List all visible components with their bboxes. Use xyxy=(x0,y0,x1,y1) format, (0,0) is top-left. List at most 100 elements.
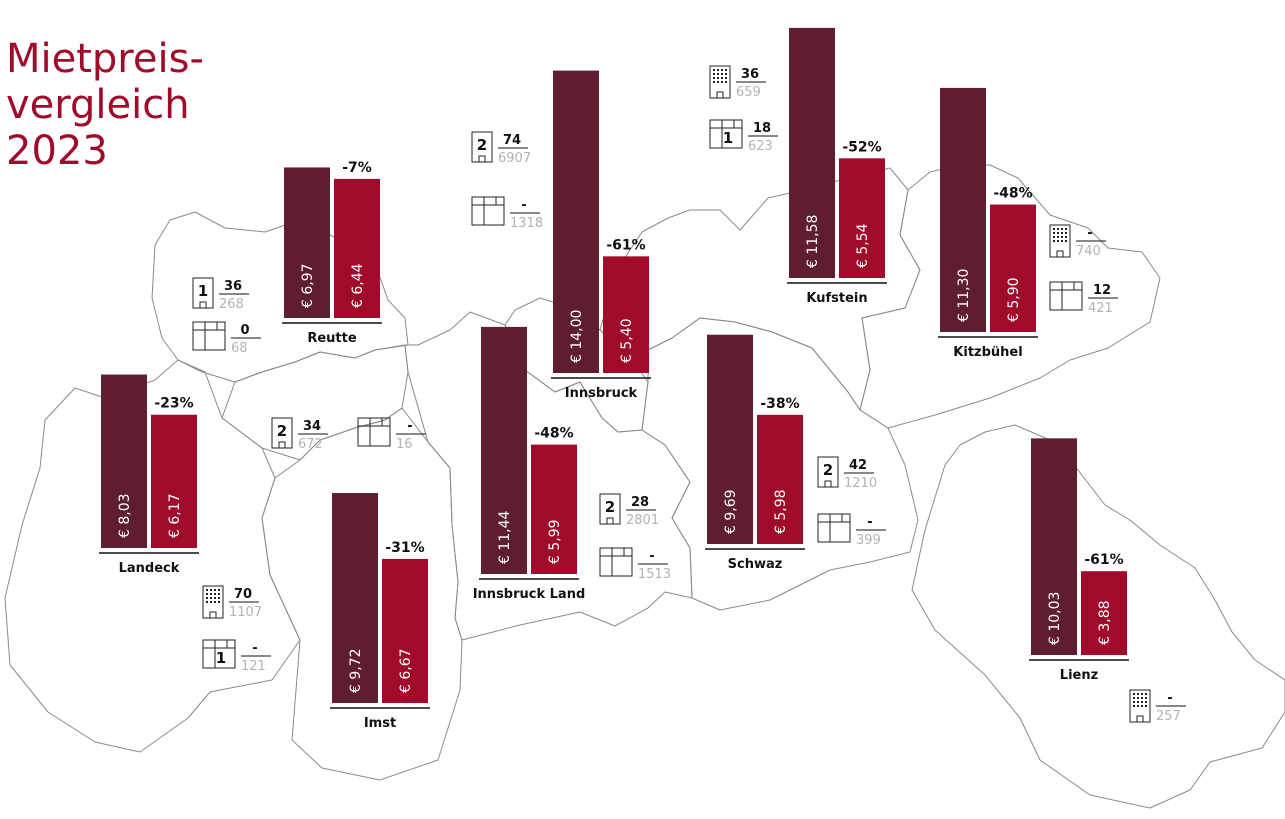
stat-top: - xyxy=(867,515,872,530)
building-icon xyxy=(202,585,224,619)
title-line-1: Mietpreis- xyxy=(6,36,204,82)
stat-bottom: 68 xyxy=(231,341,248,356)
bar-value-label: € 5,40 xyxy=(619,318,635,363)
stat-top: 42 xyxy=(849,458,867,473)
bar-2023-schwaz xyxy=(757,414,803,544)
bar-value-label: € 3,88 xyxy=(1097,600,1113,645)
stat-top: - xyxy=(1087,226,1092,241)
icon-label: 1 xyxy=(216,649,226,667)
bar-value-label: € 5,98 xyxy=(773,489,789,534)
stat-block: - 257 xyxy=(1129,689,1186,724)
bar-value-label: € 6,17 xyxy=(167,493,183,538)
stat-bottom: 623 xyxy=(748,139,773,154)
stat-block: - 740 xyxy=(1049,224,1106,259)
region-name: Innsbruck Land xyxy=(473,587,586,602)
house-icon xyxy=(471,131,493,163)
district-borders xyxy=(4,164,1285,809)
stat-top: - xyxy=(252,641,257,656)
title-line-3: 2023 xyxy=(6,128,108,174)
stat-top: - xyxy=(1167,691,1172,706)
region-name: Innsbruck xyxy=(565,386,638,401)
stat-top: 36 xyxy=(224,279,242,294)
apartment-icon xyxy=(599,547,633,577)
bar-value-label: € 8,03 xyxy=(117,493,133,538)
apartment-icon xyxy=(817,513,851,543)
stat-top: 36 xyxy=(741,67,759,82)
bar-value-label: € 5,90 xyxy=(1006,277,1022,322)
bar-value-label: € 5,99 xyxy=(547,519,563,564)
icon-label: 2 xyxy=(605,498,615,516)
bar-value-label: € 6,97 xyxy=(300,263,316,308)
apartment-icon xyxy=(1049,281,1083,311)
bar-2022-reutte xyxy=(284,167,330,318)
bar-value-label: € 6,44 xyxy=(350,263,366,308)
stat-block: 068 xyxy=(192,321,261,356)
stat-block: 2 28 2801 xyxy=(599,493,659,528)
region-name: Kufstein xyxy=(806,291,867,306)
bar-2023-reutte xyxy=(334,178,380,318)
stat-bottom: 121 xyxy=(241,659,266,674)
bar-2022-lienz xyxy=(1031,438,1077,655)
bar-2023-innsbruck-land xyxy=(531,444,577,574)
stat-block: - 399 xyxy=(817,513,886,548)
title-line-2: vergleich xyxy=(6,82,190,128)
region-name: Lienz xyxy=(1060,668,1098,683)
change-label: -48% xyxy=(534,426,573,442)
stat-block: -16 xyxy=(357,417,426,452)
icon-label: 2 xyxy=(277,422,287,440)
region-name: Landeck xyxy=(119,561,180,576)
change-label: -61% xyxy=(1084,552,1123,568)
bar-value-label: € 6,67 xyxy=(398,648,414,693)
building-icon xyxy=(709,65,731,99)
stat-bottom: 740 xyxy=(1076,244,1101,259)
apartment-icon xyxy=(471,196,505,226)
stat-bottom: 257 xyxy=(1156,709,1181,724)
bar-value-label: € 10,03 xyxy=(1047,592,1063,645)
region-lienz: € 10,03 € 3,88 -61% Lienz - 257 xyxy=(1029,438,1186,724)
region-kitzbuehel: € 11,30 € 5,90 -48% Kitzbühel - 740 12 421 xyxy=(938,87,1118,360)
bar-value-label: € 11,30 xyxy=(956,269,972,322)
change-label: -52% xyxy=(842,139,881,155)
stat-top: 28 xyxy=(631,495,649,510)
bar-value-label: € 11,58 xyxy=(805,215,821,268)
icon-label: 1 xyxy=(198,282,208,300)
stat-top: 12 xyxy=(1093,283,1111,298)
bar-2022-landeck xyxy=(101,374,147,548)
region-name: Schwaz xyxy=(728,557,783,572)
apartment-icon xyxy=(357,417,391,447)
change-label: -61% xyxy=(606,237,645,253)
apartment-icon xyxy=(709,119,743,149)
stat-top: 70 xyxy=(234,587,252,602)
building-icon xyxy=(1049,224,1071,258)
bar-2023-landeck xyxy=(151,414,197,548)
apartment-icon xyxy=(202,639,236,669)
region-name: Imst xyxy=(364,716,396,731)
bar-2022-imst xyxy=(332,493,378,703)
region-name: Kitzbühel xyxy=(953,345,1022,360)
stat-bottom: 6907 xyxy=(498,151,531,166)
icon-label: 2 xyxy=(823,461,833,479)
icon-label: 2 xyxy=(477,136,487,154)
stat-top: - xyxy=(521,198,526,213)
stat-bottom: 399 xyxy=(856,533,881,548)
stat-top: 18 xyxy=(753,121,771,136)
bar-value-label: € 14,00 xyxy=(569,310,585,363)
bar-2022-innsbruck-land xyxy=(481,326,527,574)
stat-bottom: 2801 xyxy=(626,513,659,528)
change-label: -48% xyxy=(993,186,1032,202)
stat-bottom: 421 xyxy=(1088,301,1113,316)
bar-value-label: € 9,72 xyxy=(348,648,364,693)
stat-top: - xyxy=(407,419,412,434)
stat-top: 0 xyxy=(240,323,249,338)
